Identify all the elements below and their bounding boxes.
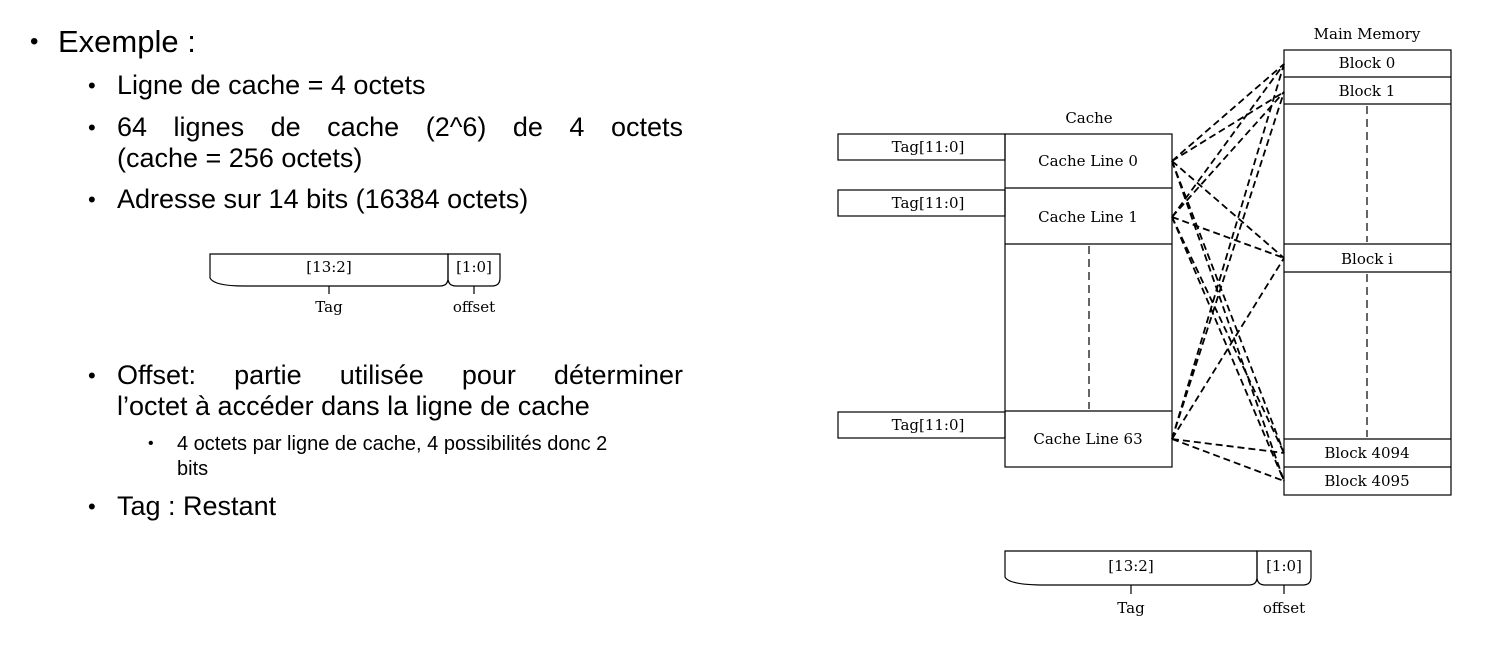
cache-title: Cache (1065, 109, 1112, 127)
block-4094-label: Block 4094 (1324, 444, 1409, 462)
map-line63-block1 (1171, 91, 1285, 440)
small-offset-field-box (447, 253, 501, 287)
bullet-dot: • (148, 435, 154, 452)
tag-field-label: [13:2] (1108, 557, 1153, 575)
map-line0-blocki (1171, 160, 1285, 259)
mapping-lines (1171, 63, 1285, 482)
map-line0-block4095 (1171, 160, 1285, 482)
map-line0-block4094 (1171, 160, 1285, 454)
cache-line-1-label: Cache Line 1 (1038, 208, 1138, 226)
sub-bullet-text-line1: 4 octets par ligne de cache, 4 possibili… (177, 433, 608, 455)
memory-title: Main Memory (1314, 25, 1421, 43)
small-address-format: [13:2] [1:0] Tag offset (209, 253, 501, 316)
tag-label: Tag (1117, 599, 1145, 617)
cache-column (1004, 133, 1173, 468)
map-line63-blocki (1171, 257, 1285, 440)
cache-line-63-label: Cache Line 63 (1033, 430, 1142, 448)
sub-bullet-text-line2: bits (177, 458, 209, 480)
map-line0-block0 (1171, 63, 1285, 162)
bullet-text: Adresse sur 14 bits (16384 octets) (117, 184, 529, 214)
tag-label-1: Tag[11:0] (892, 194, 965, 212)
bullet-text-line1: Offset: partie utilisée pour déterminer (117, 360, 683, 390)
small-offset-label: offset (453, 298, 495, 316)
map-line63-block4094 (1171, 438, 1285, 454)
bullet-dot: • (88, 494, 96, 519)
offset-label: offset (1263, 599, 1305, 617)
small-tag-label: Tag (315, 298, 343, 316)
map-line63-block4095 (1171, 438, 1285, 482)
bullet-text-line2: (cache = 256 octets) (117, 143, 363, 173)
block-4095-label: Block 4095 (1324, 472, 1409, 490)
bullet-text-line2: l’octet à accéder dans la ligne de cache (117, 391, 590, 421)
address-format: [13:2] [1:0] Tag offset (1004, 550, 1312, 617)
small-offset-field-label: [1:0] (456, 258, 492, 276)
block-i-label: Block i (1341, 250, 1393, 268)
tag-label-63: Tag[11:0] (892, 416, 965, 434)
bullet-dot: • (88, 187, 96, 212)
bullet-text: Tag : Restant (117, 491, 277, 521)
bullet-dot: • (88, 363, 96, 388)
bullet-text: Exemple : (58, 24, 196, 59)
small-tag-field-label: [13:2] (306, 258, 351, 276)
offset-field-label: [1:0] (1266, 557, 1302, 575)
map-line1-block0 (1171, 63, 1285, 218)
map-line1-block1 (1171, 91, 1285, 218)
bullet-dot: • (88, 115, 96, 140)
block-1-label: Block 1 (1339, 82, 1396, 100)
bullet-text: Ligne de cache = 4 octets (117, 70, 426, 100)
bullet-dot: • (88, 73, 96, 98)
map-line1-blocki (1171, 216, 1285, 259)
map-line0-block1 (1171, 91, 1285, 162)
block-0-label: Block 0 (1339, 54, 1396, 72)
bullet-text-line1: 64 lignes de cache (2^6) de 4 octets (117, 112, 683, 142)
offset-field-box (1256, 550, 1312, 586)
tag-label-0: Tag[11:0] (892, 138, 965, 156)
cache-line-0-label: Cache Line 0 (1038, 152, 1138, 170)
bullet-dot: • (30, 28, 39, 55)
